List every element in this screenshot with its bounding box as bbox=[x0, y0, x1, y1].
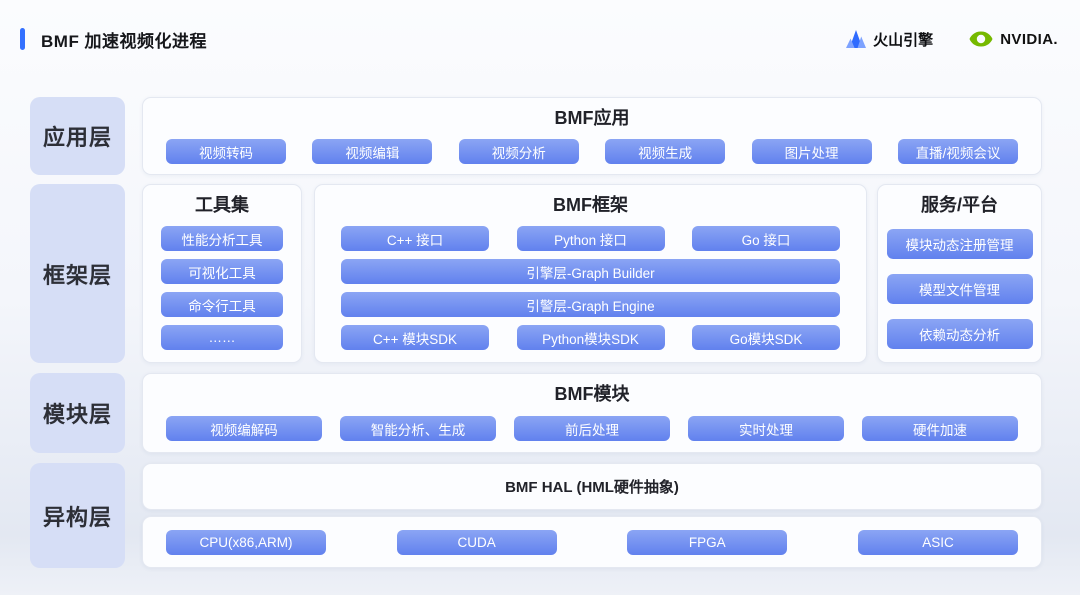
hw-item-cpu: CPU(x86,ARM) bbox=[166, 529, 326, 555]
panel-title-bmf-app: BMF应用 bbox=[554, 108, 630, 128]
panel-title-bmf-framework: BMF框架 bbox=[553, 195, 628, 215]
volcano-engine-logo: 火山引擎 bbox=[846, 29, 933, 50]
toolset-item-visualization: 可视化工具 bbox=[161, 259, 283, 284]
header: BMF 加速视频化进程 火山引擎 NVIDIA. bbox=[20, 24, 1058, 54]
layer-label-framework: 框架层 bbox=[30, 184, 125, 363]
app-item-image-processing: 图片处理 bbox=[751, 139, 872, 164]
volcano-mountain-icon bbox=[846, 30, 867, 48]
toolset-item-perf-analysis: 性能分析工具 bbox=[161, 226, 283, 251]
module-item-realtime-processing: 实时处理 bbox=[688, 416, 844, 441]
module-item-ai-analysis: 智能分析、生成 bbox=[340, 416, 496, 441]
hw-item-cuda: CUDA bbox=[396, 529, 557, 555]
panel-hardware: CPU(x86,ARM) CUDA FPGA ASIC bbox=[142, 516, 1042, 568]
app-item-live-conference: 直播/视频会议 bbox=[897, 139, 1018, 164]
panel-bmf-app: BMF应用 视频转码 视频编辑 视频分析 视频生成 图片处理 直播/视频会议 bbox=[142, 97, 1042, 175]
app-item-video-analysis: 视频分析 bbox=[458, 139, 579, 164]
service-item-module-registry: 模块动态注册管理 bbox=[886, 229, 1033, 259]
framework-python-api: Python 接口 bbox=[516, 226, 665, 251]
app-item-video-edit: 视频编辑 bbox=[312, 139, 433, 164]
module-item-hw-acceleration: 硬件加速 bbox=[862, 416, 1018, 441]
framework-python-sdk: Python模块SDK bbox=[516, 325, 665, 350]
framework-sdk-row: C++ 模块SDK Python模块SDK Go模块SDK bbox=[341, 325, 840, 350]
framework-go-api: Go 接口 bbox=[692, 226, 840, 251]
framework-go-sdk: Go模块SDK bbox=[692, 325, 840, 350]
hw-item-fpga: FPGA bbox=[627, 529, 788, 555]
toolset-item-cli: 命令行工具 bbox=[161, 292, 283, 317]
bmf-hal-label: BMF HAL (HML硬件抽象) bbox=[505, 479, 679, 496]
logos: 火山引擎 NVIDIA. bbox=[846, 29, 1058, 50]
panel-bmf-framework: BMF框架 C++ 接口 Python 接口 Go 接口 引擎层-Graph B… bbox=[314, 184, 867, 363]
page-title: BMF 加速视频化进程 bbox=[41, 31, 208, 51]
service-item-dependency-analysis: 依赖动态分析 bbox=[886, 319, 1033, 349]
panel-title-bmf-module: BMF模块 bbox=[554, 384, 630, 404]
module-chip-row: 视频编解码 智能分析、生成 前后处理 实时处理 硬件加速 bbox=[166, 416, 1018, 441]
layer-label-module: 模块层 bbox=[30, 373, 125, 453]
nvidia-wordmark: NVIDIA. bbox=[1000, 30, 1058, 48]
nvidia-logo: NVIDIA. bbox=[969, 31, 1058, 48]
framework-graph-builder: 引擎层-Graph Builder bbox=[341, 259, 840, 284]
framework-graph-engine: 引警层-Graph Engine bbox=[341, 292, 840, 317]
app-item-video-transcode: 视频转码 bbox=[166, 139, 286, 164]
framework-interface-row: C++ 接口 Python 接口 Go 接口 bbox=[341, 226, 840, 251]
title-accent-bar bbox=[20, 28, 25, 50]
hw-item-asic: ASIC bbox=[857, 529, 1018, 555]
toolset-stack: 性能分析工具 可视化工具 命令行工具 …… bbox=[143, 226, 301, 350]
app-chip-row: 视频转码 视频编辑 视频分析 视频生成 图片处理 直播/视频会议 bbox=[166, 139, 1018, 164]
service-stack: 模块动态注册管理 模型文件管理 依赖动态分析 bbox=[878, 229, 1041, 349]
framework-cpp-api: C++ 接口 bbox=[341, 226, 489, 251]
panel-service-platform: 服务/平台 模块动态注册管理 模型文件管理 依赖动态分析 bbox=[877, 184, 1042, 363]
framework-cpp-sdk: C++ 模块SDK bbox=[341, 325, 489, 350]
layer-label-application: 应用层 bbox=[30, 97, 125, 175]
panel-bmf-hal: BMF HAL (HML硬件抽象) bbox=[142, 463, 1042, 510]
panel-toolset: 工具集 性能分析工具 可视化工具 命令行工具 …… bbox=[142, 184, 302, 363]
toolset-item-more: …… bbox=[161, 325, 283, 350]
module-item-codec: 视频编解码 bbox=[166, 416, 322, 441]
module-item-pre-post-processing: 前后处理 bbox=[514, 416, 670, 441]
nvidia-eye-icon bbox=[969, 31, 993, 47]
panel-bmf-module: BMF模块 视频编解码 智能分析、生成 前后处理 实时处理 硬件加速 bbox=[142, 373, 1042, 453]
panel-title-toolset: 工具集 bbox=[195, 195, 249, 215]
volcano-engine-wordmark: 火山引擎 bbox=[873, 31, 934, 49]
service-item-model-file-mgmt: 模型文件管理 bbox=[886, 274, 1033, 304]
app-item-video-generation: 视频生成 bbox=[605, 139, 726, 164]
panel-title-service-platform: 服务/平台 bbox=[920, 195, 998, 215]
layer-label-hetero: 异构层 bbox=[30, 463, 125, 568]
